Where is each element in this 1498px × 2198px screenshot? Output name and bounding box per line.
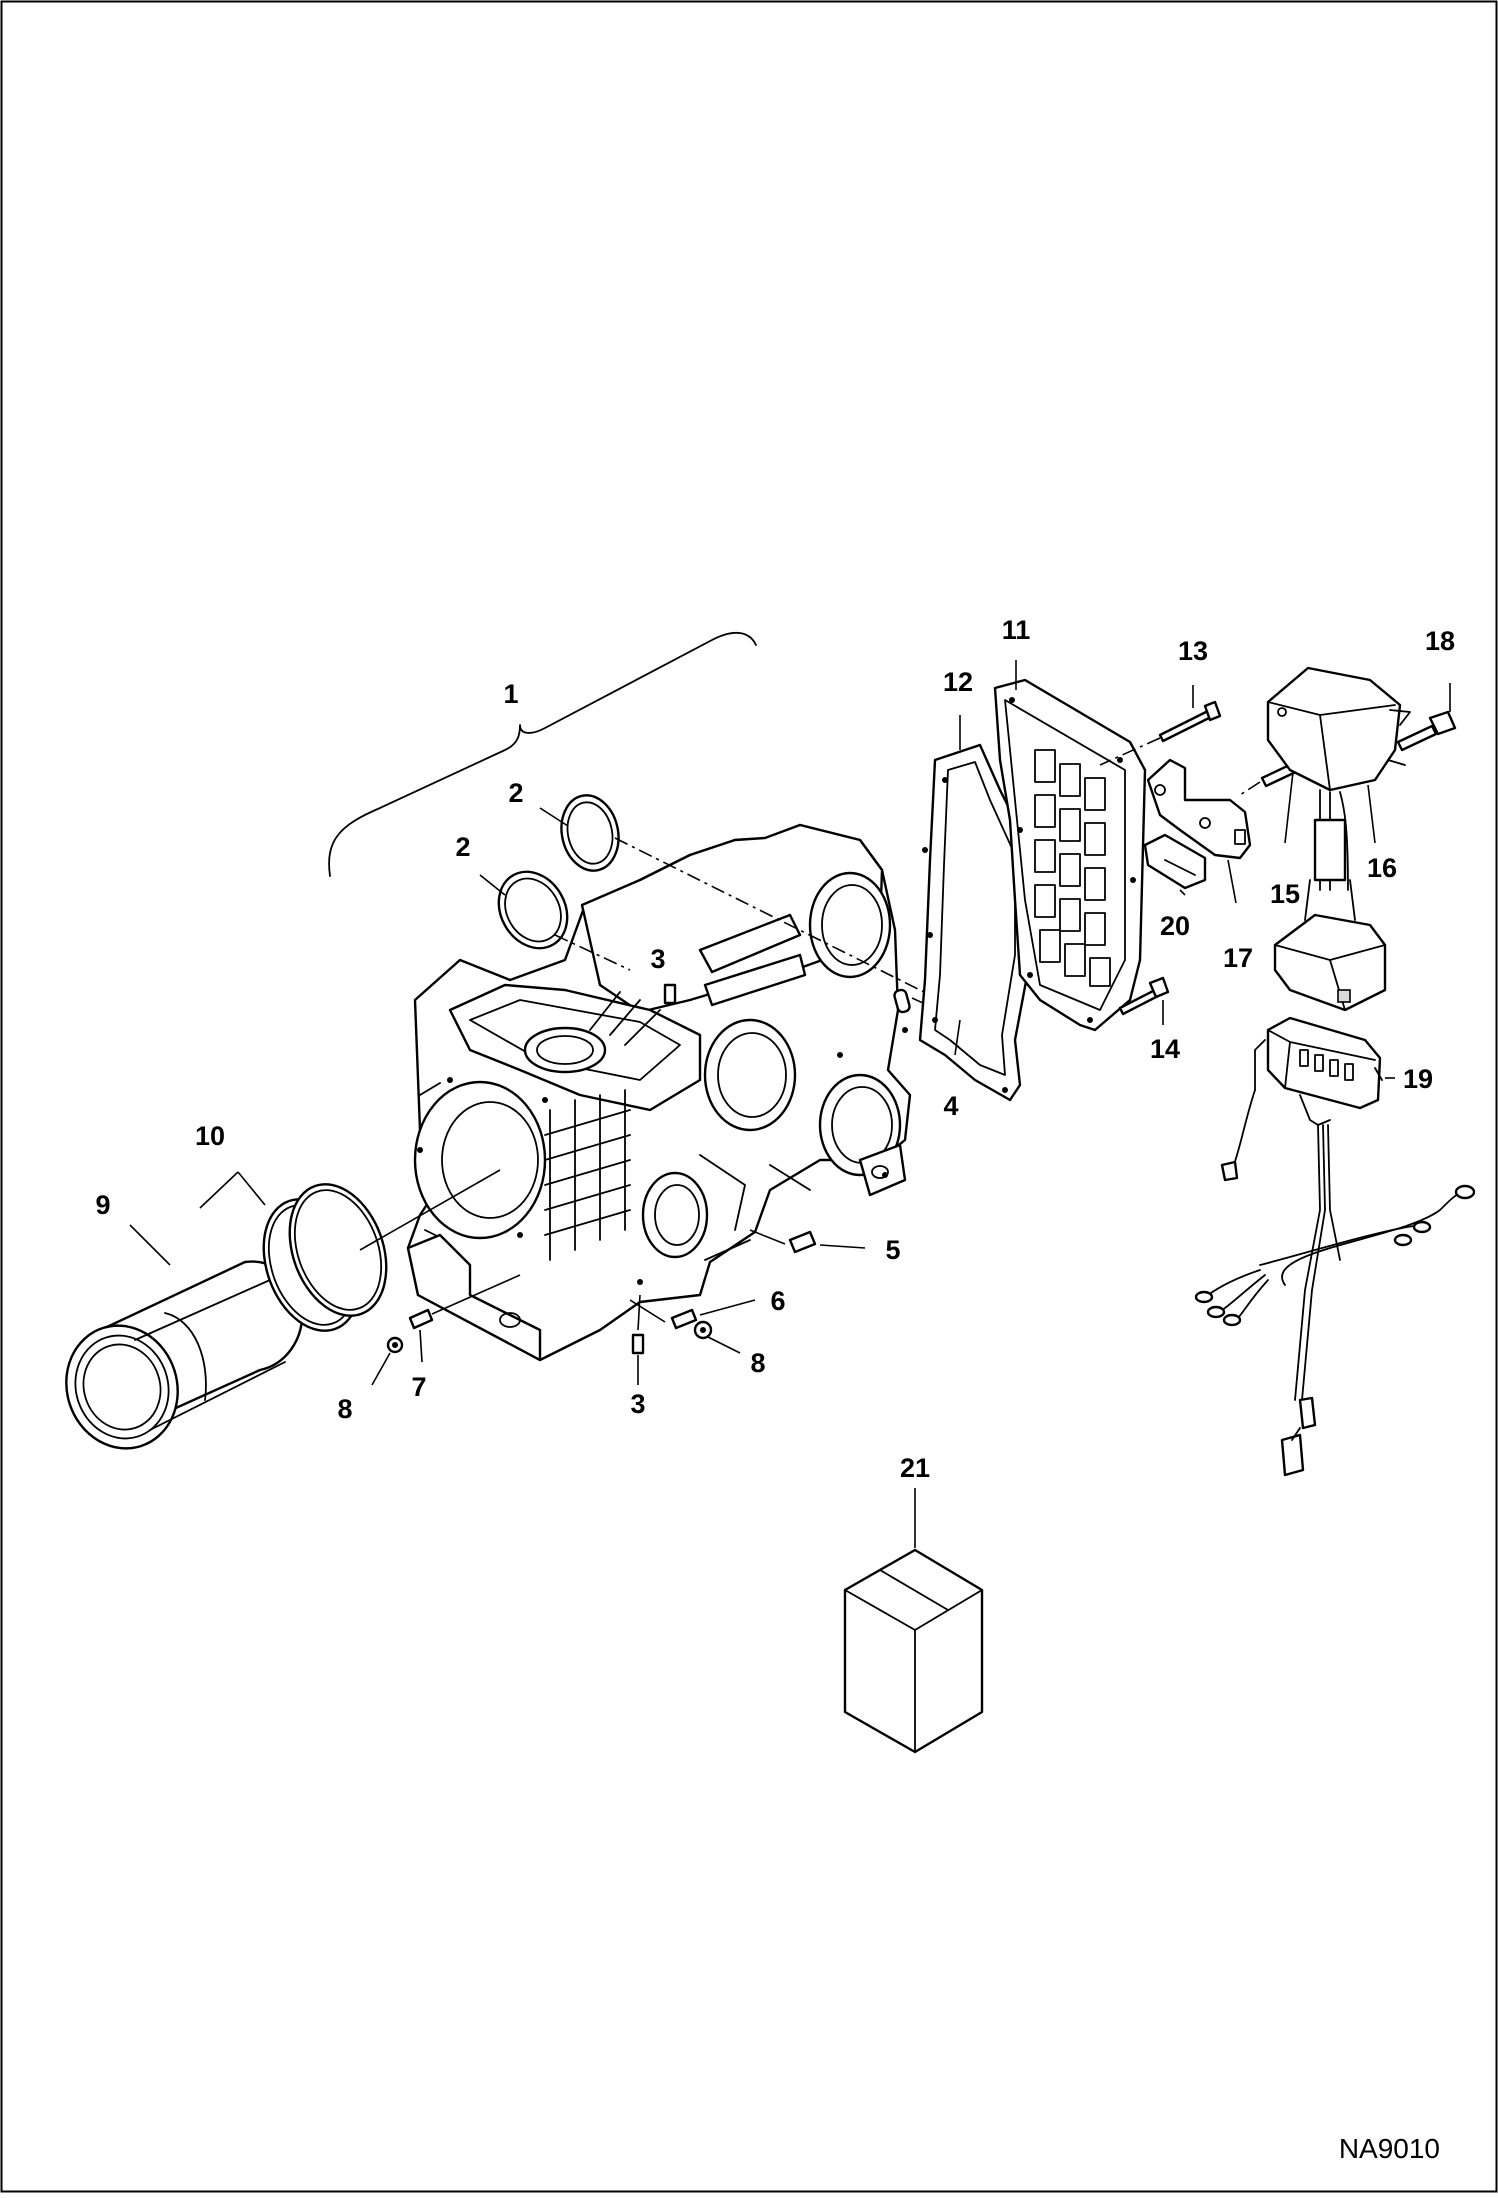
callout-16: 16 — [1367, 853, 1397, 883]
plug-7 — [408, 1274, 521, 1330]
transmission-housing — [406, 823, 912, 1362]
callout-3-lower: 3 — [630, 1389, 645, 1419]
parts-kit-box — [843, 1548, 984, 1754]
piston-rings — [262, 1183, 388, 1332]
callout-18: 18 — [1425, 626, 1455, 656]
pin-4 — [893, 988, 961, 1021]
callout-5: 5 — [885, 1235, 900, 1265]
callout-6: 6 — [770, 1286, 785, 1316]
callout-2-upper: 2 — [508, 778, 523, 808]
plate-20 — [1143, 833, 1207, 890]
regulator-wiring — [1304, 789, 1356, 921]
callout-8-right: 8 — [750, 1348, 765, 1378]
gasket — [918, 743, 1032, 1102]
callout-21: 21 — [900, 1453, 930, 1483]
bolt-14 — [1118, 976, 1170, 1016]
callout-20: 20 — [1160, 911, 1190, 941]
plug-6 — [629, 1299, 698, 1330]
callout-3-upper: 3 — [650, 944, 665, 974]
callout-12: 12 — [943, 667, 973, 697]
regulator-16 — [1266, 666, 1411, 792]
dowel-3-bottom — [631, 1294, 645, 1355]
plug-5 — [749, 1229, 817, 1254]
figure-id: NA9010 — [1339, 2133, 1440, 2164]
callout-19: 19 — [1403, 1064, 1433, 1094]
dowel-3-top — [663, 983, 677, 1005]
callout-labels: 1 2 2 3 3 4 5 6 7 8 8 9 10 11 12 13 14 1… — [95, 615, 1455, 1483]
callout-2-lower: 2 — [455, 832, 470, 862]
wiring-harness — [1194, 1016, 1476, 1477]
callout-13: 13 — [1178, 636, 1208, 666]
bolt-18 — [1396, 710, 1457, 752]
bracket-17 — [1146, 758, 1252, 860]
callout-9: 9 — [95, 1190, 110, 1220]
seal-ring-2b — [497, 870, 569, 950]
callout-15: 15 — [1270, 879, 1300, 909]
callout-1: 1 — [503, 679, 518, 709]
washer-8a — [386, 1336, 404, 1354]
assembly-bracket — [328, 631, 757, 877]
leader-lines — [129, 660, 1451, 1548]
washer-8b — [693, 1320, 713, 1340]
bolt-13 — [1099, 700, 1222, 766]
seal-ring-2a — [560, 794, 620, 872]
cylinder-sleeve — [65, 1260, 304, 1450]
callout-7: 7 — [411, 1372, 426, 1402]
callout-14: 14 — [1150, 1034, 1180, 1064]
callout-4: 4 — [943, 1091, 958, 1121]
callout-11: 11 — [1002, 615, 1031, 645]
connector-housing — [1273, 913, 1387, 1012]
cover-plate — [993, 678, 1147, 1032]
callout-10: 10 — [195, 1121, 225, 1151]
callout-8-left: 8 — [337, 1394, 352, 1424]
callout-17: 17 — [1223, 943, 1253, 973]
